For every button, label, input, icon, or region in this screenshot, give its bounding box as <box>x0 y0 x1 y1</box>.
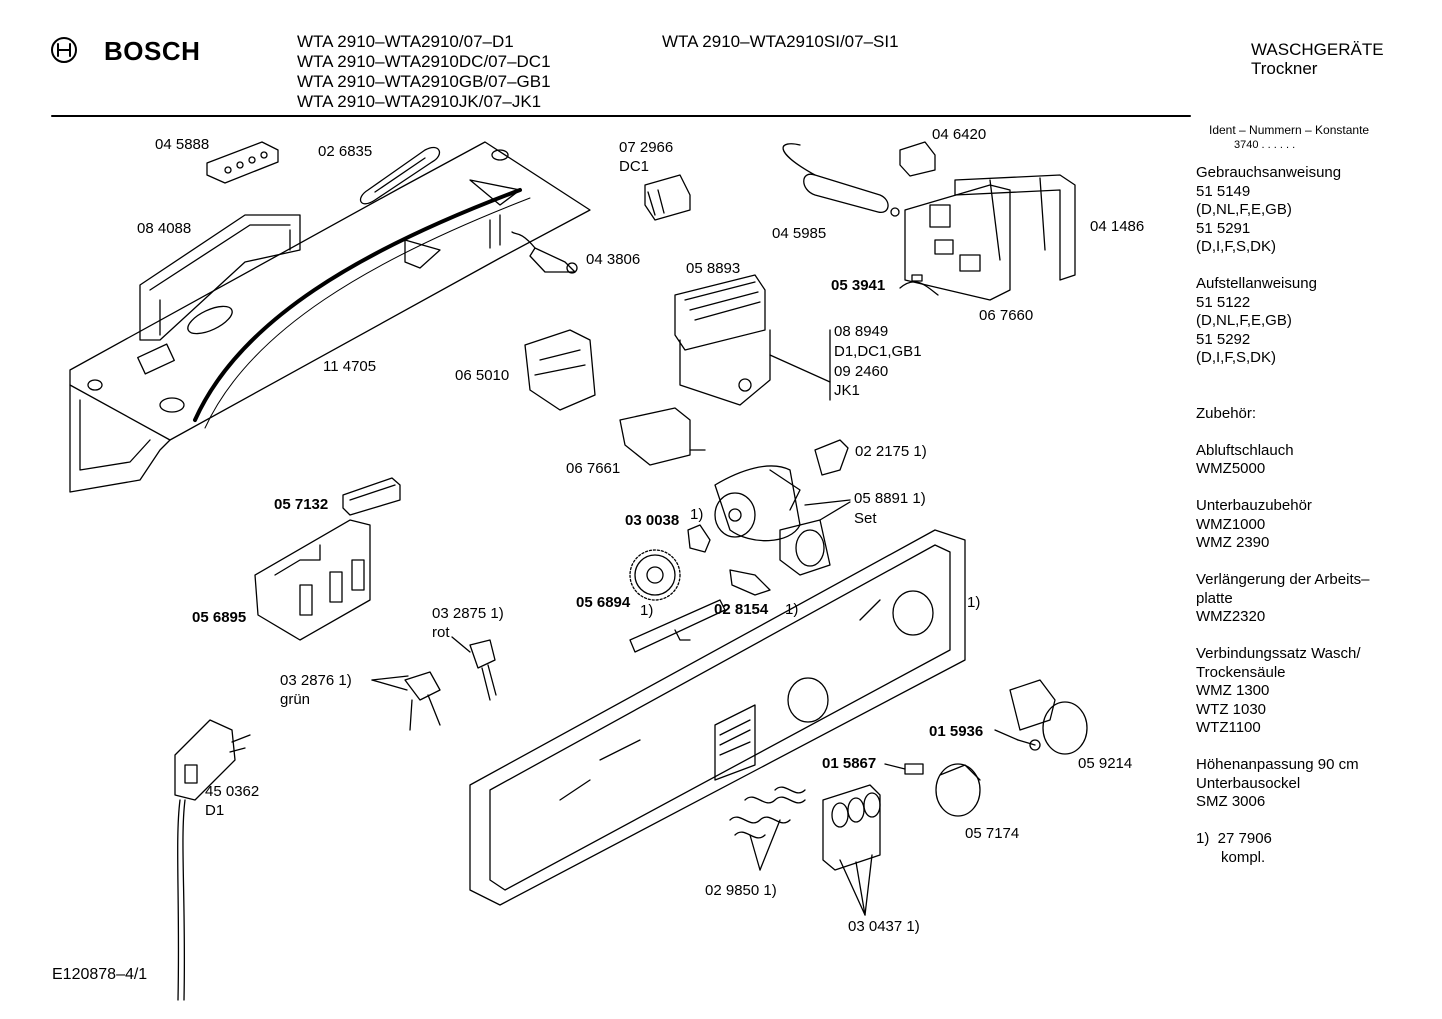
sidebar-line: 51 5291 <box>1196 219 1251 237</box>
sidebar-line: Abluftschlauch <box>1196 441 1294 459</box>
part-label-p056895: 05 6895 <box>192 609 247 626</box>
sidebar-line: Unterbausockel <box>1196 774 1301 792</box>
sidebar-line: WTZ1100 <box>1196 719 1261 736</box>
part-label-p030038n: 1) <box>690 506 704 523</box>
part-label-pJK1: JK1 <box>834 382 860 399</box>
part-label-p114705: 11 4705 <box>323 358 377 375</box>
sidebar-line: WMZ 1300 <box>1196 682 1270 699</box>
sidebar-line <box>1196 257 1369 276</box>
sidebar-line <box>1196 812 1369 831</box>
part-label-p053941: 05 3941 <box>831 277 886 294</box>
category-title: WASCHGERÄTE Trockner <box>1251 40 1384 78</box>
part-label-pPanel1: 1) <box>967 594 981 611</box>
sidebar-line: Verlängerung der Arbeits– <box>1196 571 1370 588</box>
model-line: WTA 2910–WTA2910DC/07–DC1 <box>297 52 551 71</box>
sidebar-line: WMZ1000 <box>1196 515 1266 533</box>
part-label-p065010: 06 5010 <box>455 367 510 384</box>
part-label-p057132: 05 7132 <box>274 496 329 513</box>
part-label-pD1DC1GB1: D1,DC1,GB1 <box>834 343 922 360</box>
part-label-pgrun: grün <box>280 691 311 708</box>
part-label-p450362: 45 0362 <box>205 783 260 800</box>
sidebar-line <box>1196 627 1369 646</box>
part-label-p057174: 05 7174 <box>965 825 1020 842</box>
part-label-p072966: 07 2966 <box>619 139 674 156</box>
sidebar-line <box>1196 386 1369 405</box>
sidebar-line: kompl. <box>1196 848 1266 866</box>
part-label-p067661: 06 7661 <box>566 460 621 477</box>
sidebar-line: WTZ 1030 <box>1196 700 1267 718</box>
part-label-p059214: 05 9214 <box>1078 755 1133 772</box>
sidebar-line: 51 5149 <box>1196 182 1251 200</box>
part-label-prot: rot <box>432 624 450 641</box>
part-label-p028154: 02 8154 <box>714 601 769 618</box>
model-line: WTA 2910–WTA2910JK/07–JK1 <box>297 92 542 111</box>
part-label-p088949: 08 8949 <box>834 323 889 340</box>
sidebar-line: (D,NL,F,E,GB) <box>1196 201 1292 218</box>
sidebar-line: Zubehör: <box>1196 404 1257 422</box>
part-label-p043806: 04 3806 <box>586 251 641 268</box>
part-label-p030038: 03 0038 <box>625 512 680 529</box>
part-label-p067660: 06 7660 <box>979 307 1034 324</box>
sidebar-line: 51 5122 <box>1196 293 1251 311</box>
part-label-p056894n: 1) <box>640 602 654 619</box>
sidebar-line: (D,I,F,S,DK) <box>1196 349 1277 366</box>
sidebar-line <box>1196 553 1369 572</box>
part-label-p045888: 04 5888 <box>155 136 210 153</box>
part-label-p084088: 08 4088 <box>137 220 192 237</box>
sidebar-line: (D,I,F,S,DK) <box>1196 238 1277 255</box>
sidebar-line: Trockensäule <box>1196 663 1286 681</box>
part-label-pSet: Set <box>854 510 877 527</box>
part-label-p058891: 05 8891 1) <box>854 490 926 507</box>
part-label-p029850: 02 9850 1) <box>705 882 777 899</box>
part-label-p056894: 05 6894 <box>576 594 631 611</box>
sidebar-line <box>1196 479 1369 498</box>
category: WASCHGERÄTE <box>1251 40 1384 59</box>
part-label-p041486: 04 1486 <box>1090 218 1145 235</box>
part-label-p026835: 02 6835 <box>318 143 373 160</box>
sidebar-line: SMZ 3006 <box>1196 793 1266 810</box>
model-line: WTA 2910–WTA2910/07–D1 <box>297 32 514 51</box>
part-label-p015867: 01 5867 <box>822 755 877 772</box>
ident-header: Ident – Nummern – Konstante <box>1209 123 1370 137</box>
sidebar-line <box>1196 738 1369 757</box>
model-line: WTA 2910–WTA2910GB/07–GB1 <box>297 72 551 91</box>
model-list-left: WTA 2910–WTA2910/07–D1 WTA 2910–WTA2910D… <box>297 32 551 112</box>
sidebar-line: 51 5292 <box>1196 330 1251 348</box>
part-label-p032875: 03 2875 1) <box>432 605 504 622</box>
part-label-p030437: 03 0437 1) <box>848 918 920 935</box>
sidebar-line: Unterbauzubehör <box>1196 497 1312 514</box>
sidebar-line: Verbindungssatz Wasch/ <box>1196 645 1361 662</box>
sidebar-line: platte <box>1196 589 1233 607</box>
part-label-pDC1: DC1 <box>619 158 650 175</box>
part-label-p028154n: 1) <box>785 601 799 618</box>
model-right: WTA 2910–WTA2910SI/07–SI1 <box>662 32 899 51</box>
sidebar-line: Gebrauchsanweisung <box>1196 164 1342 181</box>
sidebar-line: 1) 27 7906 <box>1196 830 1272 847</box>
sidebar-line: Aufstellanweisung <box>1196 275 1317 292</box>
sidebar-line <box>1196 423 1369 442</box>
part-label-pD1: D1 <box>205 802 225 819</box>
part-label-p046420: 04 6420 <box>932 126 987 143</box>
part-label-p058893: 05 8893 <box>686 260 741 277</box>
sidebar-line: WMZ 2390 <box>1196 534 1270 551</box>
sidebar-line <box>1196 368 1369 387</box>
part-label-p092460: 09 2460 <box>834 363 889 380</box>
ident-value: 3740 . . . . . . <box>1234 139 1296 151</box>
sidebar-line: WMZ5000 <box>1196 460 1266 477</box>
subcategory: Trockner <box>1251 59 1318 78</box>
sidebar-line: Höhenanpassung 90 cm <box>1196 756 1359 773</box>
brand-logo-text: BOSCH <box>104 36 201 66</box>
part-label-p022175: 02 2175 1) <box>855 443 927 460</box>
sidebar-line: (D,NL,F,E,GB) <box>1196 312 1292 329</box>
part-label-p032876: 03 2876 1) <box>280 672 352 689</box>
drawing-number: E120878–4/1 <box>52 966 148 983</box>
sidebar-line: WMZ2320 <box>1196 608 1266 625</box>
part-label-p045985: 04 5985 <box>772 225 827 242</box>
part-label-p015936: 01 5936 <box>929 723 984 740</box>
